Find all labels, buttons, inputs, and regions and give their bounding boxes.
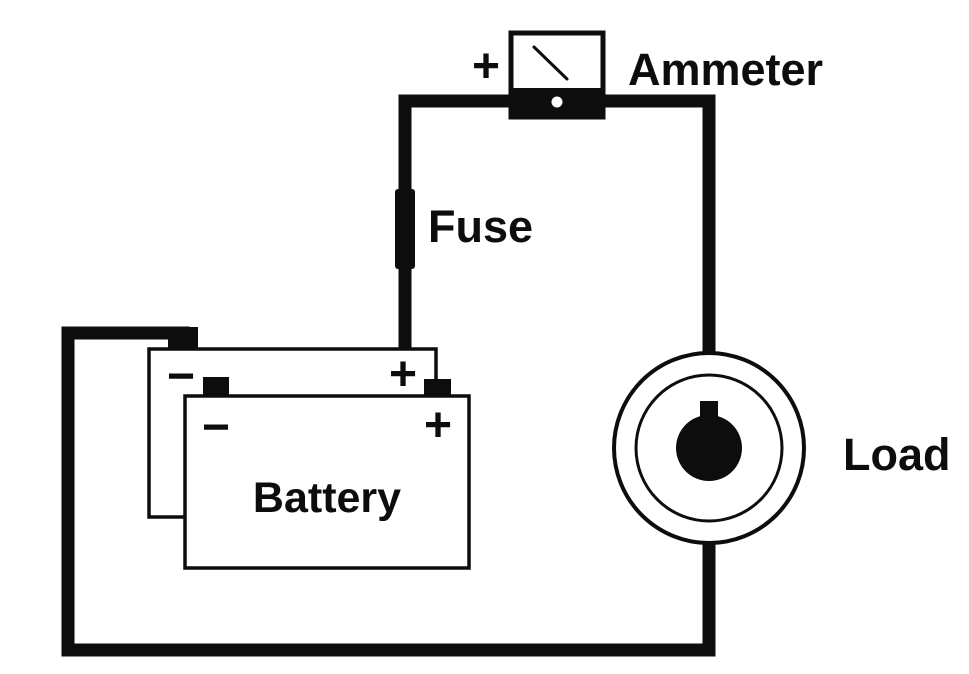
fuse-label: Fuse (428, 201, 533, 252)
battery-front-cell (183, 394, 471, 570)
ammeter-terminal-dot (551, 96, 563, 108)
battery-symbol: − + − + Battery (147, 327, 471, 570)
battery-front-plus-sign: + (424, 399, 452, 452)
ammeter-plus-sign: + (472, 40, 500, 93)
fuse-symbol (395, 189, 415, 269)
battery-back-minus-sign: − (167, 350, 195, 403)
ammeter-needle (532, 45, 569, 81)
ammeter-symbol (508, 30, 606, 120)
battery-back-negative-terminal (168, 327, 198, 351)
load-center-tab (700, 401, 718, 417)
load-symbol (612, 351, 806, 545)
battery-back-plus-sign: + (389, 348, 417, 401)
ammeter-label: Ammeter (628, 44, 823, 95)
battery-front-negative-terminal (203, 377, 229, 399)
load-center-core (676, 415, 742, 481)
battery-front-minus-sign: − (202, 401, 230, 454)
wire-ammeter-to-load (593, 94, 716, 363)
load-label: Load (843, 429, 951, 480)
wire-negative-return (61, 326, 716, 657)
battery-label: Battery (253, 474, 401, 522)
battery-front-positive-terminal (424, 379, 451, 399)
